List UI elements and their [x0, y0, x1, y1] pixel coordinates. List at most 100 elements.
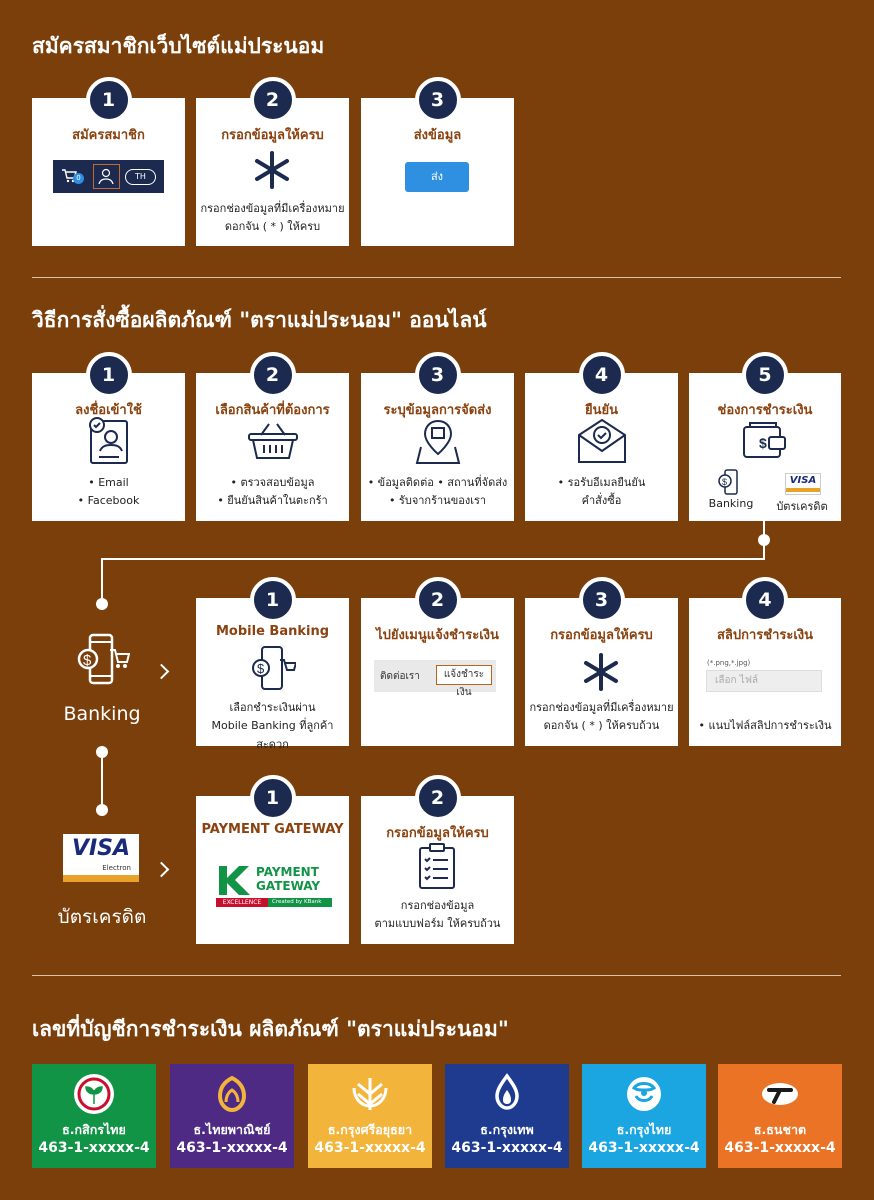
- scb-logo-icon: [210, 1072, 254, 1116]
- svg-text:$: $: [83, 652, 92, 669]
- step-number-badge: 3: [414, 352, 461, 398]
- bank-name: ธ.ไทยพาณิชย์: [193, 1122, 271, 1137]
- svg-text:$: $: [722, 477, 727, 487]
- step-title: PAYMENT GATEWAY: [201, 822, 344, 837]
- step-title: กรอกข้อมูลให้ครบ: [550, 628, 653, 643]
- step-title: ลงชื่อเข้าใช้: [75, 403, 142, 418]
- step-description-2: คำสั่งซื้อ: [581, 494, 622, 507]
- step-title: ยืนยัน: [584, 403, 618, 418]
- menu-preview: ติดต่อเรา แจ้งชำระเงิน: [374, 660, 496, 698]
- section-heading-order: วิธีการสั่งซื้อผลิตภัณฑ์ "ตราแม่ประนอม" …: [32, 308, 487, 332]
- connector-line: [101, 756, 103, 806]
- chevron-right-icon: [153, 663, 170, 680]
- step-number-badge: 4: [578, 352, 625, 398]
- delivery-location-icon: [415, 417, 461, 465]
- connector-line: [101, 558, 103, 602]
- step-title: เลือกสินค้าที่ต้องการ: [215, 403, 330, 418]
- step-description-2: ตามแบบฟอร์ม ให้ครบถ้วน: [374, 917, 501, 930]
- step-description-1: กรอกช่องข้อมูลที่มีเครื่องหมาย: [200, 202, 345, 215]
- step-description-1: เลือกชำระเงินผ่าน: [229, 701, 316, 714]
- step-number-badge: 2: [414, 775, 461, 821]
- mobile-banking-icon: $: [717, 469, 745, 495]
- cart-count-badge: 0: [73, 173, 84, 184]
- banking-label: Banking: [63, 703, 141, 725]
- step-number-badge: 1: [249, 775, 296, 821]
- kbank-payment-gateway-logo: PAYMENT GATEWAY EXCELLENCE Created by KB…: [216, 864, 332, 908]
- payment-option-banking: Banking: [708, 497, 754, 510]
- chevron-right-icon: [153, 861, 170, 878]
- payment-option-credit: บัตรเครดิต: [776, 500, 828, 513]
- connector-dot: [96, 598, 108, 610]
- bank-name: ธ.กรุงไทย: [616, 1122, 672, 1137]
- krungsri-logo-icon: [348, 1072, 392, 1116]
- register-step-2-card: 2 กรอกข้อมูลให้ครบ กรอกช่องข้อมูลที่มีเค…: [196, 77, 349, 246]
- bangkok-bank-logo-icon: [485, 1072, 529, 1116]
- svg-text:$: $: [759, 435, 767, 451]
- step-number-badge: 2: [249, 352, 296, 398]
- order-step-2-card: 2 เลือกสินค้าที่ต้องการ • ตรวจสอบข้อมูล …: [196, 352, 349, 521]
- asterisk-icon: [581, 652, 621, 692]
- krungthai-logo-icon: [622, 1072, 666, 1116]
- order-step-5-card: 5 ช่องการชำระเงิน $ $ VISA Banking บัตรเ…: [689, 352, 841, 521]
- connector-dot: [96, 804, 108, 816]
- banking-step-1-card: 1 Mobile Banking $ เลือกชำระเงินผ่าน Mob…: [196, 577, 349, 751]
- language-toggle: TH: [125, 169, 156, 185]
- bank-card-krungthai: ธ.กรุงไทย 463-1-xxxxx-4: [582, 1064, 706, 1168]
- email-confirmation-icon: [576, 417, 628, 465]
- bank-name: ธ.กรุงเทพ: [480, 1122, 534, 1137]
- bank-name: ธ.กสิกรไทย: [62, 1122, 126, 1137]
- site-header-preview: 0 TH: [53, 160, 164, 193]
- step-number-badge: 3: [414, 77, 461, 123]
- step-title: กรอกข้อมูลให้ครบ: [386, 826, 489, 841]
- step-number-badge: 1: [85, 352, 132, 398]
- credit-step-1-card: 1 PAYMENT GATEWAY PAYMENT GATEWAY EXCELL…: [196, 775, 349, 944]
- section-divider: [32, 277, 841, 278]
- order-step-3-card: 3 ระบุข้อมูลการจัดส่ง • ข้อมูลติดต่อ • ส…: [361, 352, 514, 521]
- bank-account-number: 463-1-xxxxx-4: [588, 1140, 700, 1156]
- step-description-1: กรอกช่องข้อมูล: [400, 899, 475, 912]
- thanachart-logo-icon: [758, 1072, 802, 1116]
- connector-dot: [96, 746, 108, 758]
- user-account-icon: [93, 164, 120, 189]
- bank-card-thanachart: ธ.ธนชาต 463-1-xxxxx-4: [718, 1064, 842, 1168]
- section-divider: [32, 975, 841, 976]
- step-number-badge: 1: [85, 77, 132, 123]
- visa-card-icon: VISA: [785, 473, 821, 495]
- step-description-1: กรอกช่องข้อมูลที่มีเครื่องหมาย: [529, 701, 674, 714]
- banking-step-4-card: 4 สลิปการชำระเงิน (*.png,*.jpg) เลือก ไฟ…: [689, 577, 841, 746]
- menu-item-contact: ติดต่อเรา: [380, 671, 420, 682]
- bank-card-krungsri: ธ.กรุงศรีอยุธยา 463-1-xxxxx-4: [308, 1064, 432, 1168]
- step-number-badge: 2: [249, 77, 296, 123]
- register-step-1-card: 1 สมัครสมาชิก 0 TH: [32, 77, 185, 246]
- step-title: ระบุข้อมูลการจัดส่ง: [383, 403, 492, 418]
- step-description-2: • ยืนยันสินค้าในตะกร้า: [217, 494, 328, 507]
- mobile-banking-large-icon: $: [76, 632, 130, 686]
- mobile-payment-icon: $: [250, 644, 296, 692]
- connector-line: [101, 558, 765, 560]
- credit-card-label: บัตรเครดิต: [57, 906, 147, 928]
- step-title: ส่งข้อมูล: [413, 128, 462, 143]
- bank-name: ธ.กรุงศรีอยุธยา: [327, 1122, 413, 1137]
- bank-account-number: 463-1-xxxxx-4: [451, 1140, 563, 1156]
- step-description-2: • รับจากร้านของเรา: [388, 494, 487, 507]
- step-description-2: Mobile Banking ที่ลูกค้าสะดวก: [211, 719, 334, 751]
- bank-account-number: 463-1-xxxxx-4: [176, 1140, 288, 1156]
- banking-step-2-card: 2 ไปยังเมนูแจ้งชำระเงิน ติดต่อเรา แจ้งชำ…: [361, 577, 514, 746]
- bank-card-scb: ธ.ไทยพาณิชย์ 463-1-xxxxx-4: [170, 1064, 294, 1168]
- login-profile-icon: [87, 417, 131, 465]
- banking-step-3-card: 3 กรอกข้อมูลให้ครบ กรอกช่องข้อมูลที่มีเค…: [525, 577, 678, 746]
- step-title: สลิปการชำระเงิน: [716, 628, 814, 643]
- file-upload-field-preview: เลือก ไฟล์: [706, 670, 822, 692]
- step-number-badge: 2: [414, 577, 461, 623]
- register-step-3-card: 3 ส่งข้อมูล ส่ง: [361, 77, 514, 246]
- step-number-badge: 3: [578, 577, 625, 623]
- bank-card-bangkok: ธ.กรุงเทพ 463-1-xxxxx-4: [445, 1064, 569, 1168]
- step-number-badge: 5: [742, 352, 788, 398]
- menu-item-payment-notify: แจ้งชำระเงิน: [436, 665, 492, 698]
- svg-text:$: $: [257, 661, 265, 676]
- submit-button-preview: ส่ง: [405, 162, 469, 192]
- order-step-4-card: 4 ยืนยัน • รอรับอีเมลยืนยัน คำสั่งซื้อ: [525, 352, 678, 521]
- step-description-2: ดอกจัน ( * ) ให้ครบถ้วน: [543, 719, 660, 732]
- order-step-1-card: 1 ลงชื่อเข้าใช้ • Email • Facebook: [32, 352, 185, 521]
- bank-account-number: 463-1-xxxxx-4: [38, 1140, 150, 1156]
